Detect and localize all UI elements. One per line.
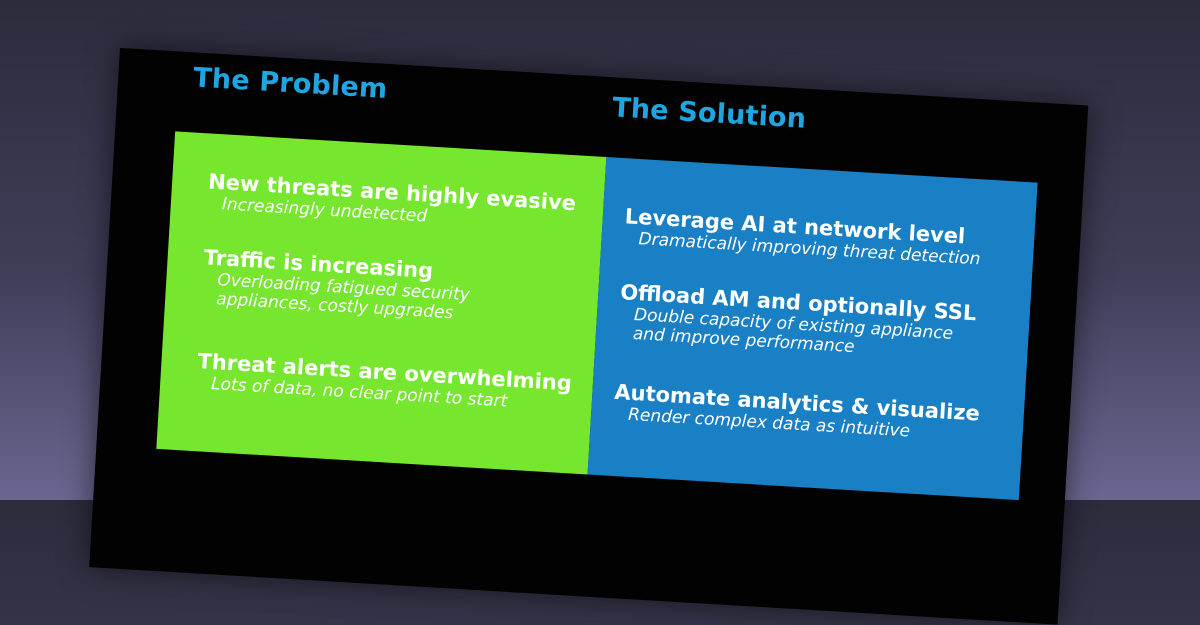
problem-heading: The Problem: [192, 62, 389, 105]
solution-item: Leverage AI at network level Dramaticall…: [623, 204, 1027, 272]
solution-panel: Leverage AI at network level Dramaticall…: [587, 157, 1038, 501]
presentation-slide: The Problem The Solution New threats are…: [89, 48, 1089, 625]
solution-heading: The Solution: [611, 92, 808, 135]
problem-item: Threat alerts are overwhelming Lots of d…: [196, 349, 586, 416]
problem-item: Traffic is increasing Overloading fatigu…: [201, 245, 592, 331]
solution-item: Offload AM and optionally SSL Double cap…: [617, 280, 1022, 367]
problem-item: New threats are highly evasive Increasin…: [206, 169, 596, 236]
solution-item: Automate analytics & visualize Render co…: [613, 380, 1017, 448]
problem-panel: New threats are highly evasive Increasin…: [156, 131, 607, 475]
